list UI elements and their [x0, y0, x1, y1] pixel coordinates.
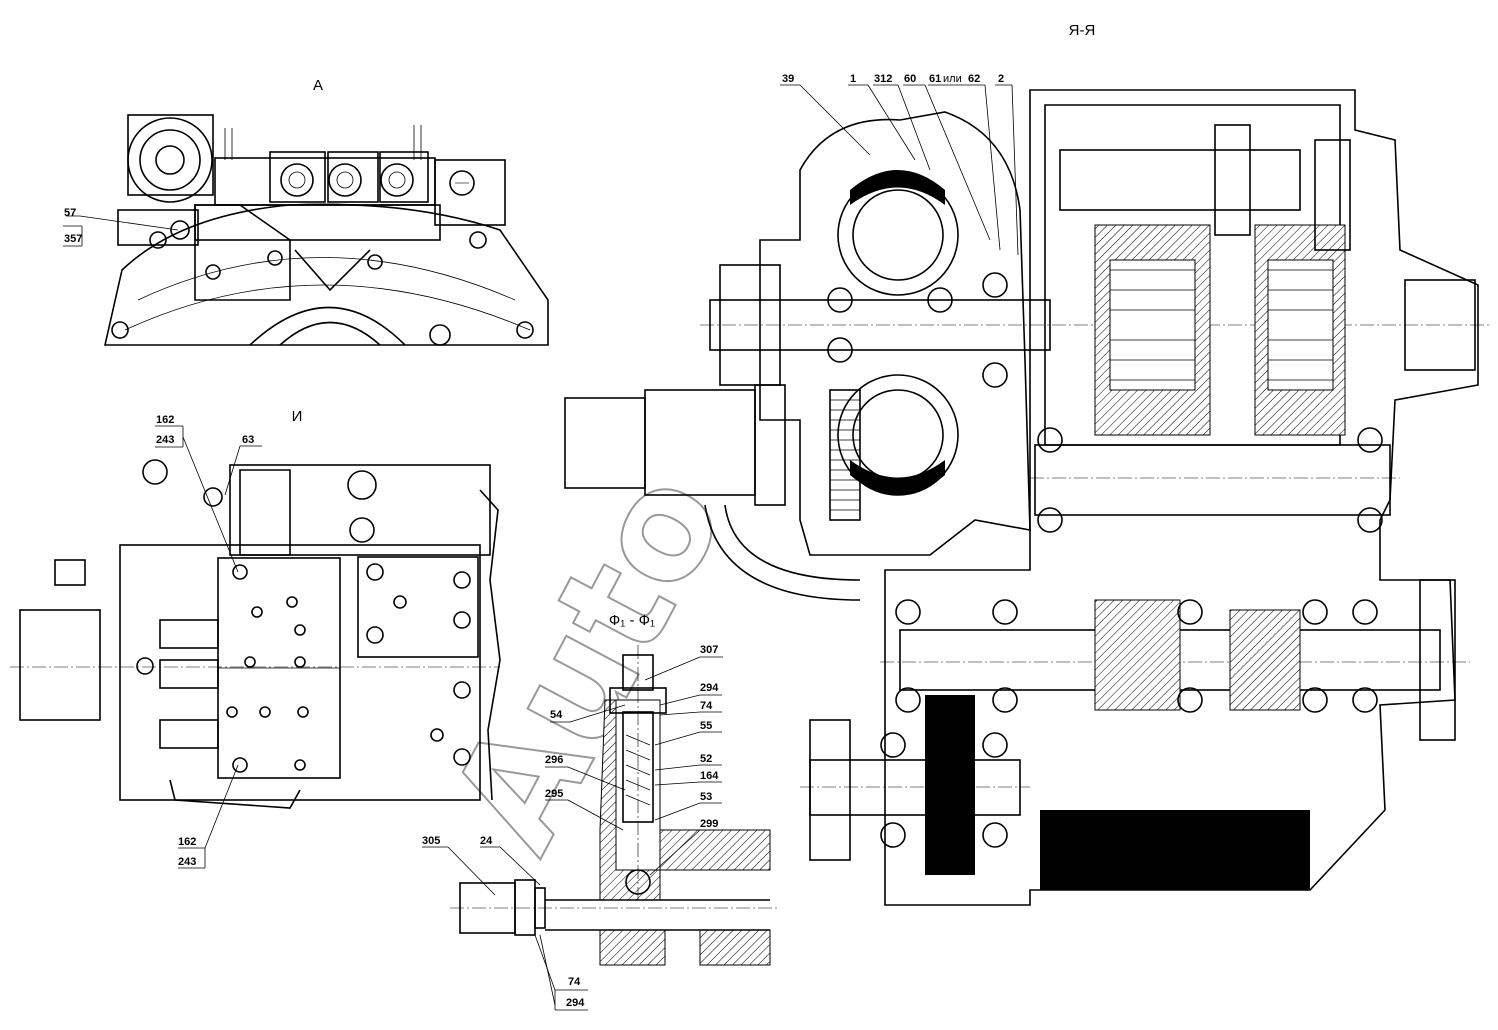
- label-53: 53: [700, 791, 712, 803]
- label-57: 57: [64, 207, 76, 219]
- view-a-title: А: [313, 77, 323, 94]
- label-164: 164: [700, 770, 719, 782]
- view-ya: Я-Я: [564, 22, 1490, 906]
- label-305: 305: [422, 835, 440, 847]
- label-63: 63: [242, 434, 254, 446]
- label-2: 2: [998, 73, 1004, 85]
- view-i-title: И: [292, 408, 303, 425]
- label-296: 296: [545, 754, 563, 766]
- label-294-top: 294: [700, 682, 719, 694]
- label-54: 54: [550, 709, 563, 721]
- view-a: А: [63, 77, 549, 346]
- label-162-top: 162: [156, 414, 174, 426]
- view-i: И: [10, 408, 501, 869]
- label-74-top: 74: [700, 700, 713, 712]
- label-307: 307: [700, 644, 718, 656]
- label-74-bottom: 74: [568, 976, 581, 988]
- watermark: Auto: [418, 444, 758, 877]
- label-299: 299: [700, 818, 718, 830]
- label-295: 295: [545, 788, 563, 800]
- view-ya-title: Я-Я: [1069, 22, 1096, 39]
- label-55: 55: [700, 720, 712, 732]
- label-24: 24: [480, 835, 493, 847]
- label-or: или: [943, 73, 962, 85]
- label-243-top: 243: [156, 434, 174, 446]
- label-357: 357: [64, 233, 82, 245]
- label-243-bottom: 243: [178, 856, 196, 868]
- label-162-bottom: 162: [178, 836, 196, 848]
- label-61: 61: [929, 73, 941, 85]
- view-f1: Ф₁ - Ф₁ 307 294 74 54 55 5: [422, 612, 780, 1011]
- label-294-bottom: 294: [566, 997, 585, 1009]
- label-39: 39: [782, 73, 794, 85]
- label-1: 1: [850, 73, 856, 85]
- label-62: 62: [968, 73, 980, 85]
- label-312: 312: [874, 73, 892, 85]
- view-f1-title: Ф₁ - Ф₁: [609, 612, 655, 629]
- label-52: 52: [700, 753, 712, 765]
- label-60: 60: [904, 73, 916, 85]
